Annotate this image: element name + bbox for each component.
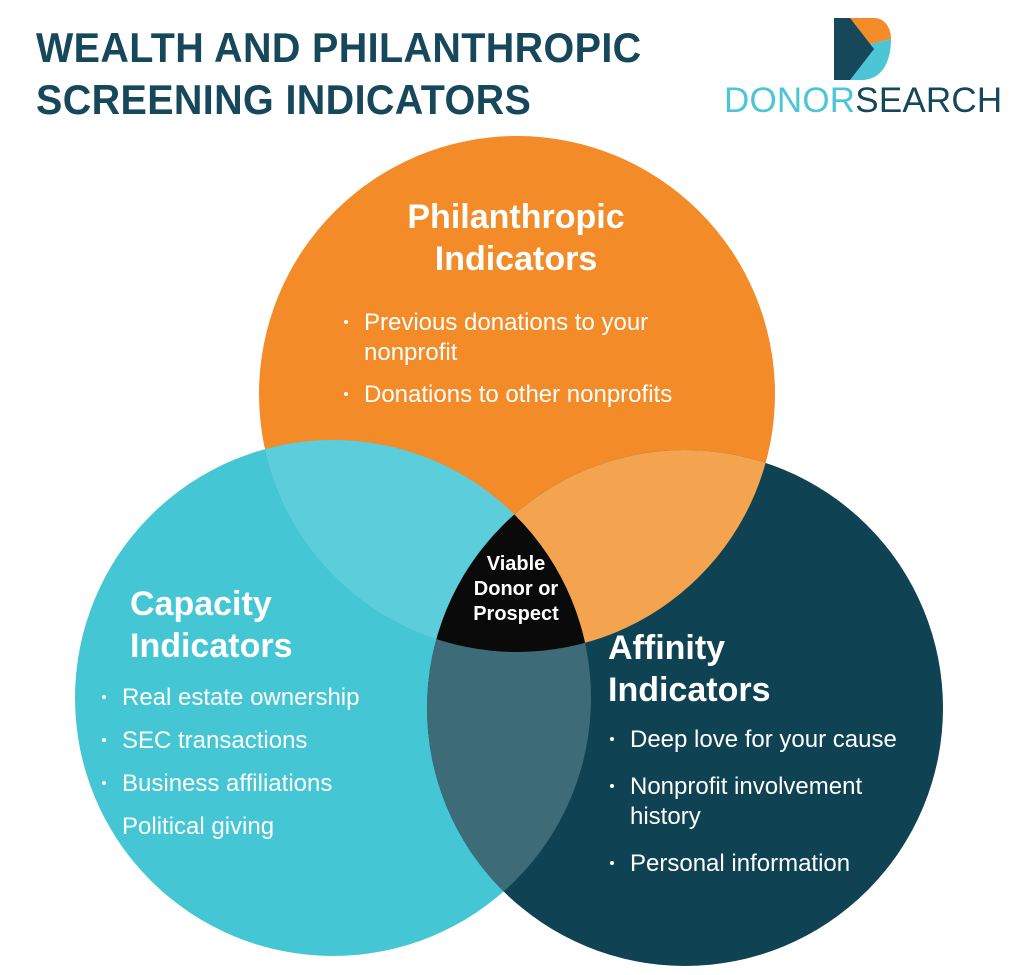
overlap-philanthropic-capacity	[259, 440, 591, 652]
list-item-text: Personal information	[630, 850, 851, 877]
bullet-dot-icon	[610, 784, 614, 788]
capacity-heading-line-1: Capacity	[130, 585, 272, 623]
donorsearch-d-mark-icon	[834, 18, 892, 80]
list-item: Previous donations to your nonprofit	[342, 308, 716, 368]
list-item-text: SEC transactions	[122, 727, 308, 754]
bullet-dot-icon	[610, 737, 614, 741]
philanthropic-heading-line-2: Indicators	[434, 240, 598, 278]
list-item: Real estate ownership	[100, 683, 450, 713]
list-item-text: Political giving	[122, 813, 275, 840]
center-label-line-2: Donor or	[473, 578, 559, 600]
list-item: Nonprofit involvement history	[608, 772, 938, 832]
header: WEALTH AND PHILANTHROPIC SCREENING INDIC…	[0, 0, 1024, 136]
philanthropic-bullet-list: Previous donations to your nonprofit Don…	[316, 308, 716, 410]
affinity-bullet-list: Deep love for your cause Nonprofit invol…	[608, 725, 938, 879]
list-item: Political giving	[100, 812, 450, 842]
list-item: SEC transactions	[100, 726, 450, 756]
bullet-dot-icon	[102, 738, 106, 742]
bullet-dot-icon	[102, 824, 106, 828]
capacity-heading-line-2: Indicators	[130, 627, 293, 665]
logo-word-donor: DONOR	[724, 81, 856, 120]
affinity-indicators-group: Affinity Indicators Deep love for your c…	[608, 627, 938, 896]
logo-word-search: SEARCH	[855, 81, 1003, 120]
capacity-bullet-list: Real estate ownership SEC transactions B…	[100, 683, 450, 842]
capacity-heading: Capacity Indicators	[100, 583, 450, 667]
list-item-text: Nonprofit involvement history	[630, 773, 863, 830]
list-item: Donations to other nonprofits	[342, 380, 716, 410]
bullet-dot-icon	[344, 392, 348, 396]
list-item-text: Deep love for your cause	[630, 726, 897, 753]
bullet-dot-icon	[344, 320, 348, 324]
affinity-heading: Affinity Indicators	[608, 627, 938, 711]
affinity-heading-line-1: Affinity	[608, 629, 726, 667]
bullet-dot-icon	[102, 781, 106, 785]
list-item-text: Previous donations to your nonprofit	[364, 309, 649, 366]
bullet-dot-icon	[102, 695, 106, 699]
viable-donor-center-label: Viable Donor or Prospect	[438, 552, 594, 627]
center-label-line-1: Viable	[486, 553, 546, 575]
philanthropic-indicators-group: Philanthropic Indicators Previous donati…	[316, 196, 716, 410]
philanthropic-heading-line-1: Philanthropic	[407, 198, 625, 236]
list-item: Personal information	[608, 849, 938, 879]
center-label-line-3: Prospect	[473, 603, 559, 625]
page-title-line-2: SCREENING INDICATORS	[36, 76, 532, 123]
page-title: WEALTH AND PHILANTHROPIC SCREENING INDIC…	[36, 22, 726, 126]
list-item-text: Business affiliations	[122, 770, 333, 797]
list-item-text: Donations to other nonprofits	[364, 381, 673, 408]
page-title-line-1: WEALTH AND PHILANTHROPIC	[36, 24, 642, 71]
list-item-text: Real estate ownership	[122, 684, 360, 711]
affinity-heading-line-2: Indicators	[608, 671, 771, 709]
donorsearch-logo: DONORSEARCH	[724, 18, 1002, 120]
capacity-indicators-group: Capacity Indicators Real estate ownershi…	[100, 583, 450, 855]
venn-diagram	[0, 120, 1024, 975]
philanthropic-heading: Philanthropic Indicators	[316, 196, 716, 280]
list-item: Deep love for your cause	[608, 725, 938, 755]
list-item: Business affiliations	[100, 769, 450, 799]
donorsearch-wordmark: DONORSEARCH	[724, 81, 1002, 120]
bullet-dot-icon	[610, 861, 614, 865]
